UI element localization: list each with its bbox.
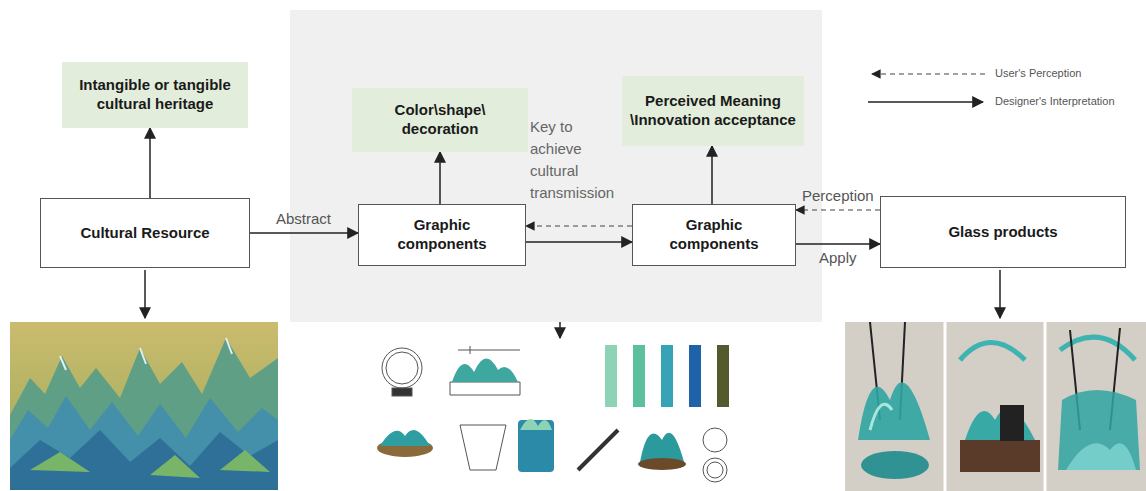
annotation-text: Key to achieve cultural transmission xyxy=(530,116,628,204)
legend-samples xyxy=(868,74,985,102)
interpretation-connector xyxy=(250,232,358,234)
design-sketches xyxy=(377,345,729,482)
glass-product-photos xyxy=(845,322,1146,491)
process-box: Graphic components xyxy=(358,204,526,266)
node-text: Cultural Resource xyxy=(80,224,209,243)
landscape-painting xyxy=(10,322,278,490)
interpretation-connector xyxy=(149,128,151,198)
node-text: Graphic components xyxy=(641,216,787,254)
process-box: Cultural Resource xyxy=(40,198,250,268)
attribute-label-box: Color\shape\ decoration xyxy=(352,88,528,152)
legend-text: User's Perception xyxy=(995,67,1081,79)
node-text: Graphic components xyxy=(367,216,517,254)
node-text: Intangible or tangible cultural heritage xyxy=(70,76,240,114)
node-text: Color\shape\ decoration xyxy=(360,101,520,139)
process-box: Glass products xyxy=(880,196,1126,268)
shaded-panel xyxy=(290,10,822,322)
heritage-label-box: Intangible or tangible cultural heritage xyxy=(62,62,248,128)
node-text: Glass products xyxy=(948,223,1057,242)
interpretation-connector xyxy=(526,241,632,243)
edge-label: Abstract xyxy=(276,210,331,228)
perception-connector xyxy=(526,225,632,226)
interpretation-connector xyxy=(439,152,441,204)
perception-connector xyxy=(796,209,880,210)
interpretation-connector xyxy=(796,243,880,245)
node-text: Perceived Meaning \Innovation acceptance xyxy=(630,92,796,130)
edge-label: Apply xyxy=(819,249,857,267)
interpretation-connector xyxy=(711,146,713,204)
meaning-label-box: Perceived Meaning \Innovation acceptance xyxy=(622,76,804,146)
process-box: Graphic components xyxy=(632,204,796,266)
edge-label: Perception xyxy=(802,187,874,205)
legend-text: Designer's Interpretation xyxy=(995,95,1115,107)
